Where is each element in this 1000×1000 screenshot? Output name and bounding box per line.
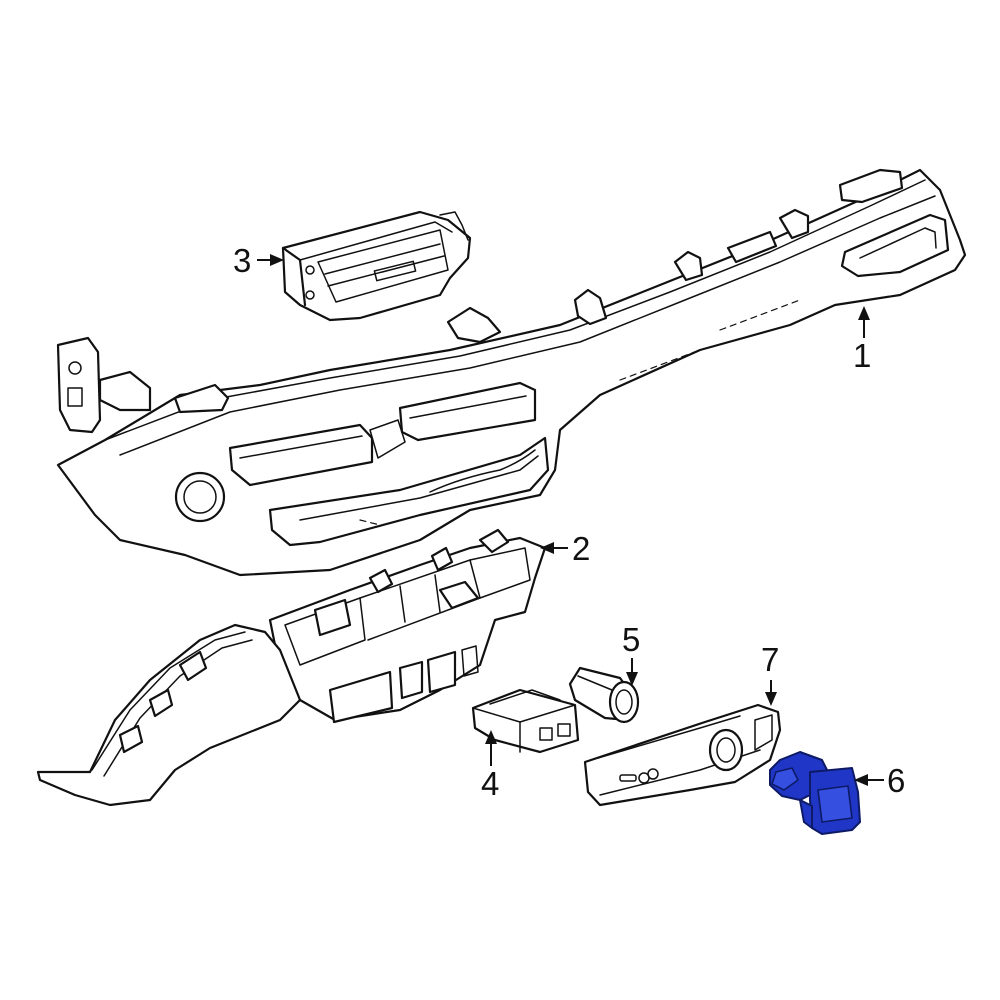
part-7-trim-plate xyxy=(583,703,782,807)
callout-5: 5 xyxy=(622,621,640,686)
callout-label-3: 3 xyxy=(233,242,251,279)
callout-3: 3 xyxy=(233,242,284,279)
part-6-highlighted-component xyxy=(769,751,861,835)
callout-label-6: 6 xyxy=(887,762,905,799)
callout-7: 7 xyxy=(761,641,779,706)
callout-label-4: 4 xyxy=(481,765,499,802)
part-5-power-outlet xyxy=(568,666,640,724)
part-3-air-vent-module xyxy=(281,210,472,322)
callout-label-5: 5 xyxy=(622,621,640,658)
callout-1: 1 xyxy=(853,306,871,374)
part-1-instrument-panel-trim xyxy=(56,168,967,577)
callout-label-1: 1 xyxy=(853,337,871,374)
part-4-switch-module xyxy=(471,688,580,754)
callout-4: 4 xyxy=(481,730,499,802)
callout-6: 6 xyxy=(854,762,905,799)
callout-label-7: 7 xyxy=(761,641,779,678)
callout-label-2: 2 xyxy=(572,530,590,567)
lower-console-side-panel xyxy=(36,623,302,807)
callout-2: 2 xyxy=(540,530,590,567)
part-2-console-frame xyxy=(268,528,547,724)
